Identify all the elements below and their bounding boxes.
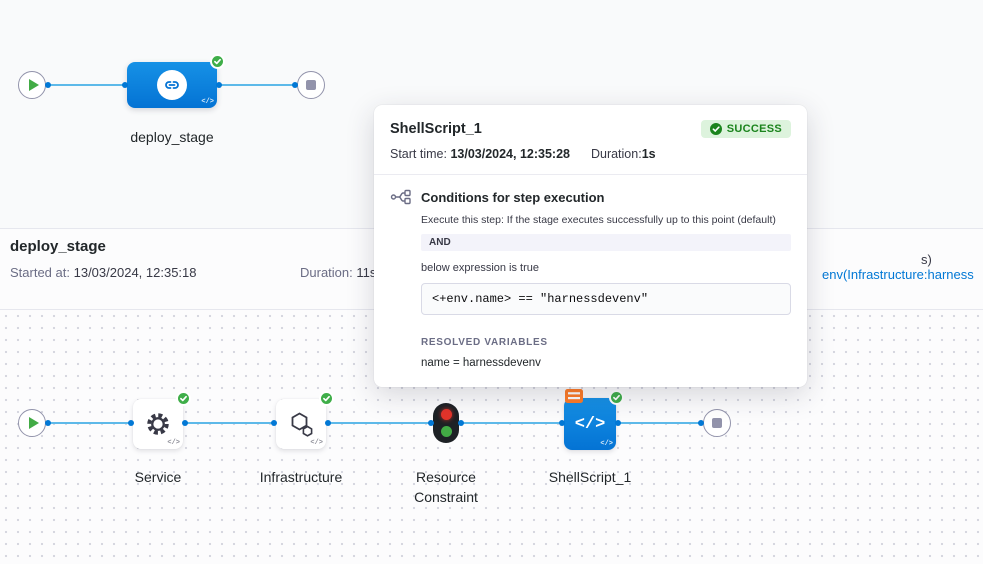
divider (374, 174, 807, 175)
connector-dot (559, 420, 565, 426)
play-icon (28, 417, 39, 429)
status-label: SUCCESS (726, 123, 782, 135)
step-details-popover: ShellScript_1 SUCCESS Start time: 13/03/… (374, 105, 807, 387)
step-label: Resource Constraint (414, 469, 478, 505)
resolved-variable-value: name = harnessdevenv (421, 357, 541, 369)
connector-dot (45, 82, 51, 88)
expression-box: <+env.name> == "harnessdevenv" (421, 283, 791, 315)
success-check-icon (176, 391, 191, 406)
connector-line (616, 422, 703, 424)
success-check-icon (709, 123, 722, 135)
connector-dot (292, 82, 298, 88)
code-icon: </> (201, 98, 214, 106)
connector-dot (698, 420, 704, 426)
start-time-value: 13/03/2024, 12:35:28 (450, 147, 570, 161)
connector-line (459, 422, 564, 424)
connector-line (217, 84, 297, 86)
connector-dot (428, 420, 434, 426)
connector-dot (45, 420, 51, 426)
step-node-service[interactable]: </> (133, 391, 191, 449)
expression-intro: below expression is true (421, 262, 540, 274)
conditions-heading: Conditions for step execution (421, 189, 605, 205)
connector-dot (216, 82, 222, 88)
connector-line (326, 422, 433, 424)
gear-icon (147, 413, 169, 435)
success-check-icon (210, 54, 225, 69)
stage-title: deploy_stage (10, 238, 106, 255)
infrastructure-link[interactable]: env(Infrastructure:harness (822, 267, 974, 282)
step-node-shellscript[interactable]: </> </> (564, 389, 624, 450)
status-badge: SUCCESS (700, 120, 791, 138)
connector-dot (128, 420, 134, 426)
code-icon: </> (574, 414, 606, 434)
stage-label: deploy_stage (130, 129, 214, 145)
pipeline-end-node (297, 71, 325, 99)
step-label: ShellScript_1 (548, 469, 632, 485)
connector-line (183, 422, 276, 424)
success-check-icon (319, 391, 334, 406)
step-label: Service (134, 469, 182, 485)
code-icon: </> (600, 440, 613, 448)
traffic-light-red-icon (440, 409, 452, 420)
connector-dot (182, 420, 188, 426)
stage-start-node (18, 409, 46, 437)
stage-started-at: Started at: 13/03/2024, 12:35:18 (10, 265, 197, 280)
popover-body: Conditions for step execution Execute th… (374, 175, 807, 387)
success-check-icon (609, 390, 624, 405)
conditions-icon (390, 189, 411, 205)
connector-dot (271, 420, 277, 426)
start-time-label: Start time: (390, 147, 447, 161)
play-icon (28, 79, 39, 91)
operator-bar: AND (421, 234, 791, 251)
infrastructure-icon (291, 411, 312, 437)
started-value: 13/03/2024, 12:35:18 (73, 265, 197, 280)
connector-line (46, 84, 127, 86)
step-label: Infrastructure (259, 469, 343, 485)
stage-duration: Duration: 11s (300, 265, 376, 280)
started-label: Started at: (10, 265, 70, 280)
traffic-light-green-icon (440, 426, 452, 437)
stop-icon (306, 80, 316, 90)
deployment-icon (157, 70, 187, 100)
step-node-infrastructure[interactable]: </> (276, 391, 334, 449)
duration-label: Duration: (590, 147, 642, 161)
duration-value: 11s (356, 265, 377, 280)
pipeline-start-node (18, 71, 46, 99)
connector-dot (325, 420, 331, 426)
clipped-text: s) (921, 252, 932, 267)
connector-dot (122, 82, 128, 88)
code-icon: </> (167, 439, 180, 447)
resolved-variables-heading: RESOLVED VARIABLES (421, 337, 548, 348)
popover-times: Start time: 13/03/2024, 12:35:28 Duratio… (390, 147, 791, 161)
stage-node-deploy[interactable]: </> (127, 54, 225, 108)
stage-end-node (703, 409, 731, 437)
stop-icon (712, 418, 722, 428)
step-node-resource-constraint[interactable] (433, 403, 459, 443)
connector-dot (458, 420, 464, 426)
popover-title: ShellScript_1 (390, 121, 482, 137)
code-icon: </> (310, 439, 323, 447)
conditions-description: Execute this step: If the stage executes… (421, 214, 776, 226)
duration-value: 1s (641, 147, 656, 161)
barrier-icon (565, 389, 583, 408)
connector-dot (615, 420, 621, 426)
popover-header: ShellScript_1 SUCCESS Start time: 13/03/… (374, 105, 807, 174)
connector-line (46, 422, 133, 424)
duration-label: Duration: (300, 265, 353, 280)
